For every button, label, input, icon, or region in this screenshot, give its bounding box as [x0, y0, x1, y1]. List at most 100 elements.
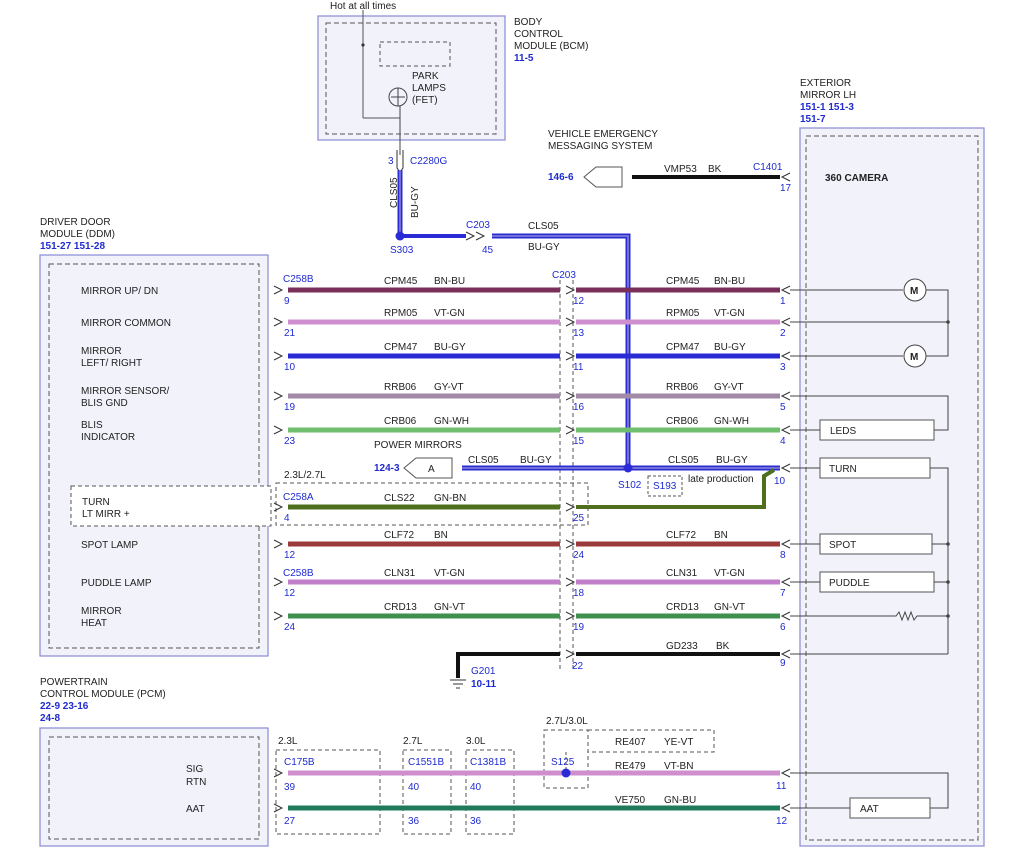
s125-label: S125	[551, 757, 575, 768]
c2280g-pin: 3	[388, 156, 394, 167]
wire-ddm-pin: 12	[284, 550, 296, 561]
s303-label: S303	[390, 245, 414, 256]
ddm-pin-label: MIRROR	[81, 606, 122, 617]
c2280g-label: C2280G	[410, 156, 447, 167]
motor-2-label: M	[910, 352, 918, 363]
turn-mirror-pin: 10	[774, 476, 786, 487]
vems-ref: 146-6	[548, 172, 574, 183]
c203-label: C203	[552, 270, 576, 281]
c258b-label: C258B	[283, 274, 314, 285]
wire-c203-pin: 13	[573, 328, 585, 339]
ddm-pin-label: PUDDLE LAMP	[81, 578, 152, 589]
c203-top-label: C203	[466, 220, 490, 231]
s102-label: S102	[618, 480, 642, 491]
wire-left-circuit: CRB06	[384, 416, 417, 427]
eng-27-30-label: 2.7L/3.0L	[546, 716, 588, 727]
wire-left-circuit: RPM05	[384, 308, 418, 319]
wire-left-color: GN-BN	[434, 493, 466, 504]
wire-c203-pin: 19	[573, 622, 585, 633]
g201-ref: 10-11	[471, 679, 496, 690]
vems-connector	[583, 166, 623, 188]
camera-label: 360 CAMERA	[825, 173, 888, 184]
wire-left-color: GN-WH	[434, 416, 469, 427]
vertical-wire-color: BU-GY	[410, 186, 421, 218]
wire-left-color: GN-VT	[434, 602, 465, 613]
wire-left-circuit: CRD13	[384, 602, 417, 613]
wire-left-circuit: CPM45	[384, 276, 418, 287]
wire-right-circuit: CRD13	[666, 602, 699, 613]
ddm-pin-label: BLIS GND	[81, 398, 128, 409]
turn-left-color: BU-GY	[520, 455, 552, 466]
top-wire-circuit: CLS05	[528, 221, 559, 232]
aat-label: AAT	[860, 804, 879, 815]
motor-1-label: M	[910, 286, 918, 297]
bcm-title-3: MODULE (BCM)	[514, 41, 588, 52]
late-production-label: late production	[688, 474, 754, 485]
vmp-color: BK	[708, 164, 722, 175]
re407-circuit: RE407	[615, 737, 646, 748]
wire-right-circuit: RRB06	[666, 382, 699, 393]
spot-label: SPOT	[829, 540, 856, 551]
wire-left-color: BN	[434, 530, 448, 541]
fet-label-1: PARK	[412, 71, 439, 82]
c258b-label-2: C258B	[283, 568, 314, 579]
engine-23-27-label: 2.3L/2.7L	[284, 470, 326, 481]
wire-mirror-pin: 3	[780, 362, 786, 373]
wire-c203-pin: 16	[573, 402, 585, 413]
wire-mirror-pin: 4	[780, 436, 786, 447]
ddm-title-1: DRIVER DOOR	[40, 217, 111, 228]
eng-30-label: 3.0L	[466, 736, 486, 747]
wire-left-color: BU-GY	[434, 342, 466, 353]
ddm-pin-label: MIRROR SENSOR/	[81, 386, 170, 397]
eng-27-label: 2.7L	[403, 736, 423, 747]
fet-label-3: (FET)	[412, 95, 438, 106]
wire-ddm-pin: 21	[284, 328, 296, 339]
wire-ddm-pin: 23	[284, 436, 296, 447]
wire-mirror-pin: 7	[780, 588, 786, 599]
wire-right-color: GY-VT	[714, 382, 744, 393]
turn-left-circuit: CLS05	[468, 455, 499, 466]
pcm-aat-label: AAT	[186, 804, 205, 815]
bcm-title-1: BODY	[514, 17, 543, 28]
ground-circuit: GD233	[666, 641, 698, 652]
c1381b-label: C1381B	[470, 757, 506, 768]
ve750-pin-30: 36	[470, 816, 482, 827]
wire-ddm-pin: 9	[284, 296, 290, 307]
wire-c203-pin: 11	[573, 362, 584, 373]
wire-right-circuit: CPM47	[666, 342, 700, 353]
mirror-title-1: EXTERIOR	[800, 78, 851, 89]
vems-label-1: VEHICLE EMERGENCY	[548, 129, 658, 140]
pcm-title-2: CONTROL MODULE (PCM)	[40, 689, 166, 700]
wire-right-circuit: RPM05	[666, 308, 700, 319]
bcm-title-2: CONTROL	[514, 29, 563, 40]
pcm-rtn-label: RTN	[186, 777, 206, 788]
power-mirrors-label: POWER MIRRORS	[374, 440, 462, 451]
mirror-ref-1: 151-1 151-3	[800, 102, 854, 113]
pcm-title-1: POWERTRAIN	[40, 677, 108, 688]
wire-right-color: VT-GN	[714, 568, 745, 579]
ddm-pin-label: SPOT LAMP	[81, 540, 138, 551]
ddm-module: DRIVER DOOR MODULE (DDM) 151-27 151-28	[39, 217, 269, 657]
re407-color: YE-VT	[664, 737, 693, 748]
turn-right-circuit: CLS05	[668, 455, 699, 466]
ve750-circuit: VE750	[615, 795, 645, 806]
ddm-pin-label: BLIS	[81, 420, 103, 431]
wire-right-circuit: CLF72	[666, 530, 696, 541]
top-wire-color: BU-GY	[528, 242, 560, 253]
ddm-ref: 151-27 151-28	[40, 241, 105, 252]
wire-right-color: VT-GN	[714, 308, 745, 319]
eng-23-label: 2.3L	[278, 736, 298, 747]
ve750-pin-27: 36	[408, 816, 420, 827]
bcm-module: Hot at all times PARK LAMPS (FET) BODY C…	[317, 1, 588, 155]
power-mirrors-connector	[403, 457, 453, 479]
wire-right-color: BN-BU	[714, 276, 745, 287]
wire-right-color: BN	[714, 530, 728, 541]
turn-right-color: BU-GY	[716, 455, 748, 466]
wire-left-circuit: CPM47	[384, 342, 418, 353]
